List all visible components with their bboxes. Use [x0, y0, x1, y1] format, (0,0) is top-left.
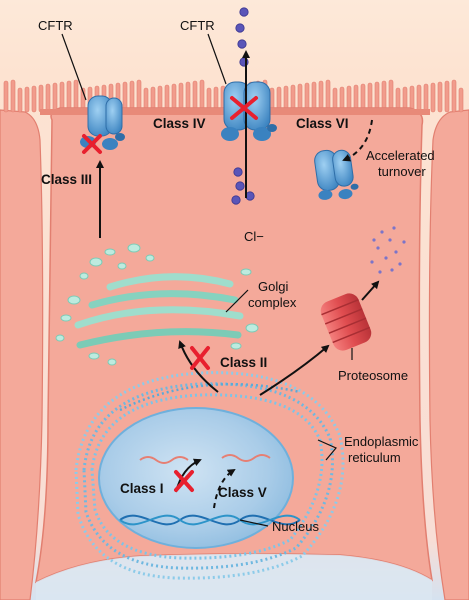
label-nucleus: Nucleus: [272, 519, 319, 534]
chloride-ion: [231, 195, 241, 205]
class-i-block-mark: [174, 470, 194, 492]
label-chloride: Cl−: [244, 229, 264, 244]
golgi-vesicles: [55, 243, 259, 366]
label-class-ii: Class II: [220, 355, 267, 370]
proteosome-arrow: [259, 344, 330, 396]
golgi-vesicle: [145, 254, 155, 262]
label-endoplasmic: Endoplasmic: [344, 434, 419, 449]
golgi-vesicle: [104, 248, 116, 256]
golgi-vesicle: [89, 257, 103, 267]
label-class-vi: Class VI: [296, 116, 349, 131]
golgi-vesicle: [60, 314, 72, 322]
chloride-ion: [245, 191, 255, 201]
chloride-ions: [231, 7, 255, 205]
microvillus: [38, 84, 44, 113]
golgi-vesicle: [127, 243, 141, 253]
pathway-arrows: [96, 50, 380, 509]
cftr-protein-middle: [221, 81, 277, 141]
microvillus: [451, 79, 457, 113]
microvillus: [3, 80, 9, 113]
microvillus: [73, 79, 79, 113]
microvillus: [430, 82, 436, 113]
label-reticulum: reticulum: [348, 450, 401, 465]
label-class-i: Class I: [120, 481, 164, 496]
protein-fragment: [376, 246, 380, 250]
label-cftr-left: CFTR: [38, 18, 73, 33]
class-v-dashed-arrow: [213, 468, 236, 509]
golgi-vesicle: [240, 268, 252, 276]
golgi-vesicle: [88, 352, 100, 360]
protein-fragment: [388, 238, 392, 242]
protein-fragment: [390, 268, 394, 272]
golgi-vesicle: [230, 342, 242, 350]
block-marks: [82, 96, 258, 492]
mrna-strands: [139, 454, 271, 464]
protein-fragment: [384, 256, 388, 260]
chloride-ion: [235, 23, 245, 33]
label-pointer-lines: [61, 33, 353, 527]
golgi-vesicle: [107, 358, 117, 366]
protein-fragments: [370, 226, 406, 274]
class-vi-dashed-arrow: [342, 119, 373, 162]
golgi-vesicle: [79, 272, 89, 280]
class-iv-block-mark: [230, 96, 258, 120]
protein-fragment: [380, 230, 384, 234]
microvillus: [136, 79, 142, 113]
chloride-ion: [237, 39, 247, 49]
left-neighbor-cell: [0, 109, 44, 601]
chloride-ion: [239, 7, 249, 17]
microvillus: [17, 87, 23, 113]
golgi-vesicle: [67, 295, 81, 305]
chloride-ion: [233, 167, 243, 177]
protein-fragment: [402, 240, 406, 244]
microvillus: [444, 80, 450, 113]
class-ii-arrow: [178, 340, 219, 393]
microvillus: [45, 83, 51, 113]
microvillus: [423, 83, 429, 113]
golgi-vesicle: [117, 262, 127, 270]
protein-fragment: [394, 250, 398, 254]
dna-helix: [119, 514, 301, 526]
protein-fragment: [372, 238, 376, 242]
label-golgi: Golgi: [258, 279, 288, 294]
golgi-vesicle: [55, 334, 65, 342]
microvillus: [458, 87, 464, 113]
label-class-iii: Class III: [41, 172, 92, 187]
protein-fragment: [370, 260, 374, 264]
nucleus: [98, 407, 294, 549]
microvillus: [416, 84, 422, 113]
label-complex: complex: [248, 295, 297, 310]
chloride-ion: [235, 181, 245, 191]
microvillus: [10, 79, 16, 113]
proteosome: [320, 293, 372, 351]
microvillus: [52, 82, 58, 113]
protein-fragment: [398, 262, 402, 266]
microvillus: [199, 79, 205, 113]
label-class-v: Class V: [218, 485, 267, 500]
label-class-iv: Class IV: [153, 116, 206, 131]
endoplasmic-reticulum: [74, 371, 345, 580]
right-neighbor-cell: [428, 109, 469, 601]
label-turnover: turnover: [378, 164, 426, 179]
label-cftr-middle: CFTR: [180, 18, 215, 33]
fragment-arrow: [361, 280, 380, 301]
microvillus: [437, 81, 443, 113]
label-proteosome: Proteosome: [338, 368, 408, 383]
label-accelerated: Accelerated: [366, 148, 435, 163]
microvillus: [31, 85, 37, 113]
microvillus: [24, 86, 30, 113]
golgi-complex: [74, 273, 244, 349]
protein-fragment: [392, 226, 396, 230]
microvillus: [325, 79, 331, 113]
golgi-vesicle: [245, 323, 259, 333]
microvillus: [388, 79, 394, 113]
class-iii-block-mark: [82, 134, 102, 154]
class-ii-block-mark: [190, 346, 210, 370]
protein-fragment: [378, 270, 382, 274]
